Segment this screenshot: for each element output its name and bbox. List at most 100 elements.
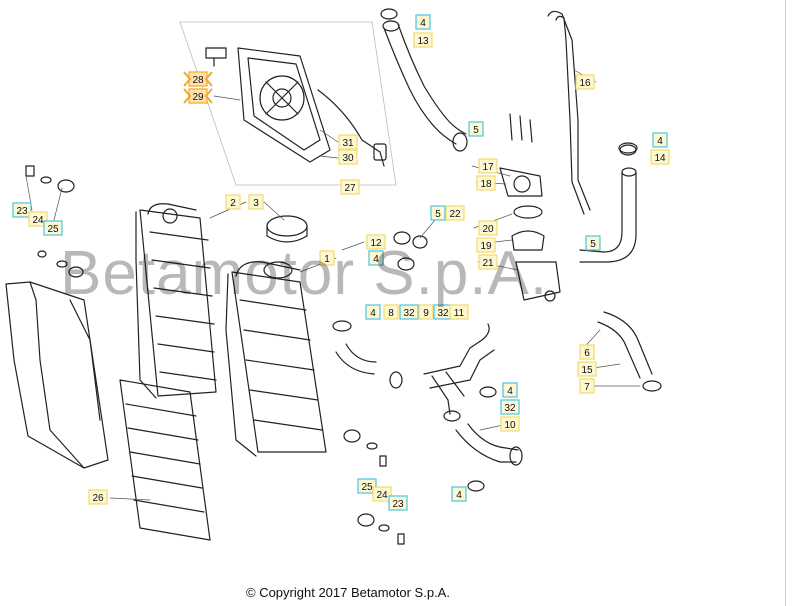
callout-box [478, 220, 498, 236]
callout-box [340, 179, 360, 195]
callout-23: 23 [12, 202, 32, 218]
radiator-grille [119, 379, 211, 541]
callout-17: 17 [478, 158, 498, 174]
callout-16: 16 [575, 74, 595, 90]
callout-box [372, 486, 392, 502]
callout-number: 21 [482, 258, 494, 269]
callout-box [575, 74, 595, 90]
callout-number: 22 [449, 209, 461, 220]
callout-23: 23 [388, 495, 408, 511]
callout-6: 6 [579, 344, 595, 360]
callout-8: 8 [383, 304, 399, 320]
callout-number: 26 [92, 493, 104, 504]
callout-11: 11 [449, 304, 469, 320]
callout-number: 4 [657, 136, 663, 147]
leader-lines [25, 69, 641, 501]
callout-5: 5 [585, 235, 601, 251]
callout-2: 2 [225, 194, 241, 210]
callout-box [338, 149, 358, 165]
callout-29: 29 [183, 88, 213, 104]
callout-box [388, 495, 408, 511]
callout-19: 19 [476, 237, 496, 253]
right-lower-hose [597, 311, 662, 392]
callout-box [88, 489, 108, 505]
callout-box [476, 175, 496, 191]
callout-1: 1 [319, 250, 335, 266]
hose-clamps [332, 144, 637, 398]
callout-number: 4 [373, 254, 379, 265]
callout-24: 24 [28, 211, 48, 227]
callout-number: 10 [504, 420, 516, 431]
callout-number: 18 [480, 179, 492, 190]
callout-number: 28 [192, 75, 204, 86]
callout-number: 20 [482, 224, 494, 235]
highlight-arrows [183, 71, 213, 87]
callout-box [43, 220, 63, 236]
callout-5: 5 [430, 205, 446, 221]
callout-box [319, 250, 335, 266]
callout-32: 32 [433, 304, 453, 320]
left-shroud [5, 281, 109, 469]
callout-box [500, 399, 520, 415]
callout-number: 9 [423, 308, 429, 319]
callout-box [500, 416, 520, 432]
callout-number: 16 [579, 78, 591, 89]
callout-number: 23 [16, 206, 28, 217]
callout-number: 4 [507, 386, 513, 397]
callout-box [413, 32, 433, 48]
callout-number: 23 [392, 499, 404, 510]
callout-26: 26 [88, 489, 108, 505]
callout-box [445, 205, 465, 221]
callout-number: 4 [456, 490, 462, 501]
callout-number: 4 [370, 308, 376, 319]
hardware-stack [343, 429, 405, 545]
callout-number: 17 [482, 162, 494, 173]
highlight-arrows [183, 88, 213, 104]
callout-12: 12 [366, 234, 386, 250]
callout-box [338, 134, 358, 150]
callout-box [579, 378, 595, 394]
callout-number: 1 [324, 254, 330, 265]
callout-box [468, 121, 484, 137]
callout-number: 25 [361, 482, 373, 493]
callout-box [502, 382, 518, 398]
callout-27: 27 [340, 179, 360, 195]
callout-box [430, 205, 446, 221]
radiator-cap [266, 215, 308, 243]
callout-number: 12 [370, 238, 382, 249]
copyright-text: © Copyright 2017 Betamotor S.p.A. [246, 585, 450, 600]
callout-13: 13 [413, 32, 433, 48]
overflow-tube [547, 10, 591, 215]
callout-number: 6 [584, 348, 590, 359]
callout-box [399, 304, 419, 320]
callout-box [366, 234, 386, 250]
callout-4: 4 [451, 486, 467, 502]
callout-box [365, 304, 381, 320]
callout-31: 31 [338, 134, 358, 150]
callout-28: 28 [183, 71, 213, 87]
callout-box [415, 14, 431, 30]
callout-15: 15 [577, 361, 597, 377]
callout-number: 29 [192, 92, 204, 103]
callout-21: 21 [478, 254, 498, 270]
callout-box [449, 304, 469, 320]
callout-4: 4 [652, 132, 668, 148]
callout-32: 32 [399, 304, 419, 320]
callout-box [579, 344, 595, 360]
callout-number: 5 [473, 125, 479, 136]
callout-box [368, 250, 384, 266]
callout-number: 32 [437, 308, 449, 319]
callout-number: 4 [420, 18, 426, 29]
callout-25: 25 [43, 220, 63, 236]
right-hose [579, 142, 638, 263]
callout-box [225, 194, 241, 210]
callout-number: 24 [32, 215, 44, 226]
left-radiator [135, 203, 217, 399]
callout-4: 4 [368, 250, 384, 266]
callout-number: 24 [376, 490, 388, 501]
callout-number: 27 [344, 183, 356, 194]
callout-number: 7 [584, 382, 590, 393]
callout-number: 32 [504, 403, 516, 414]
